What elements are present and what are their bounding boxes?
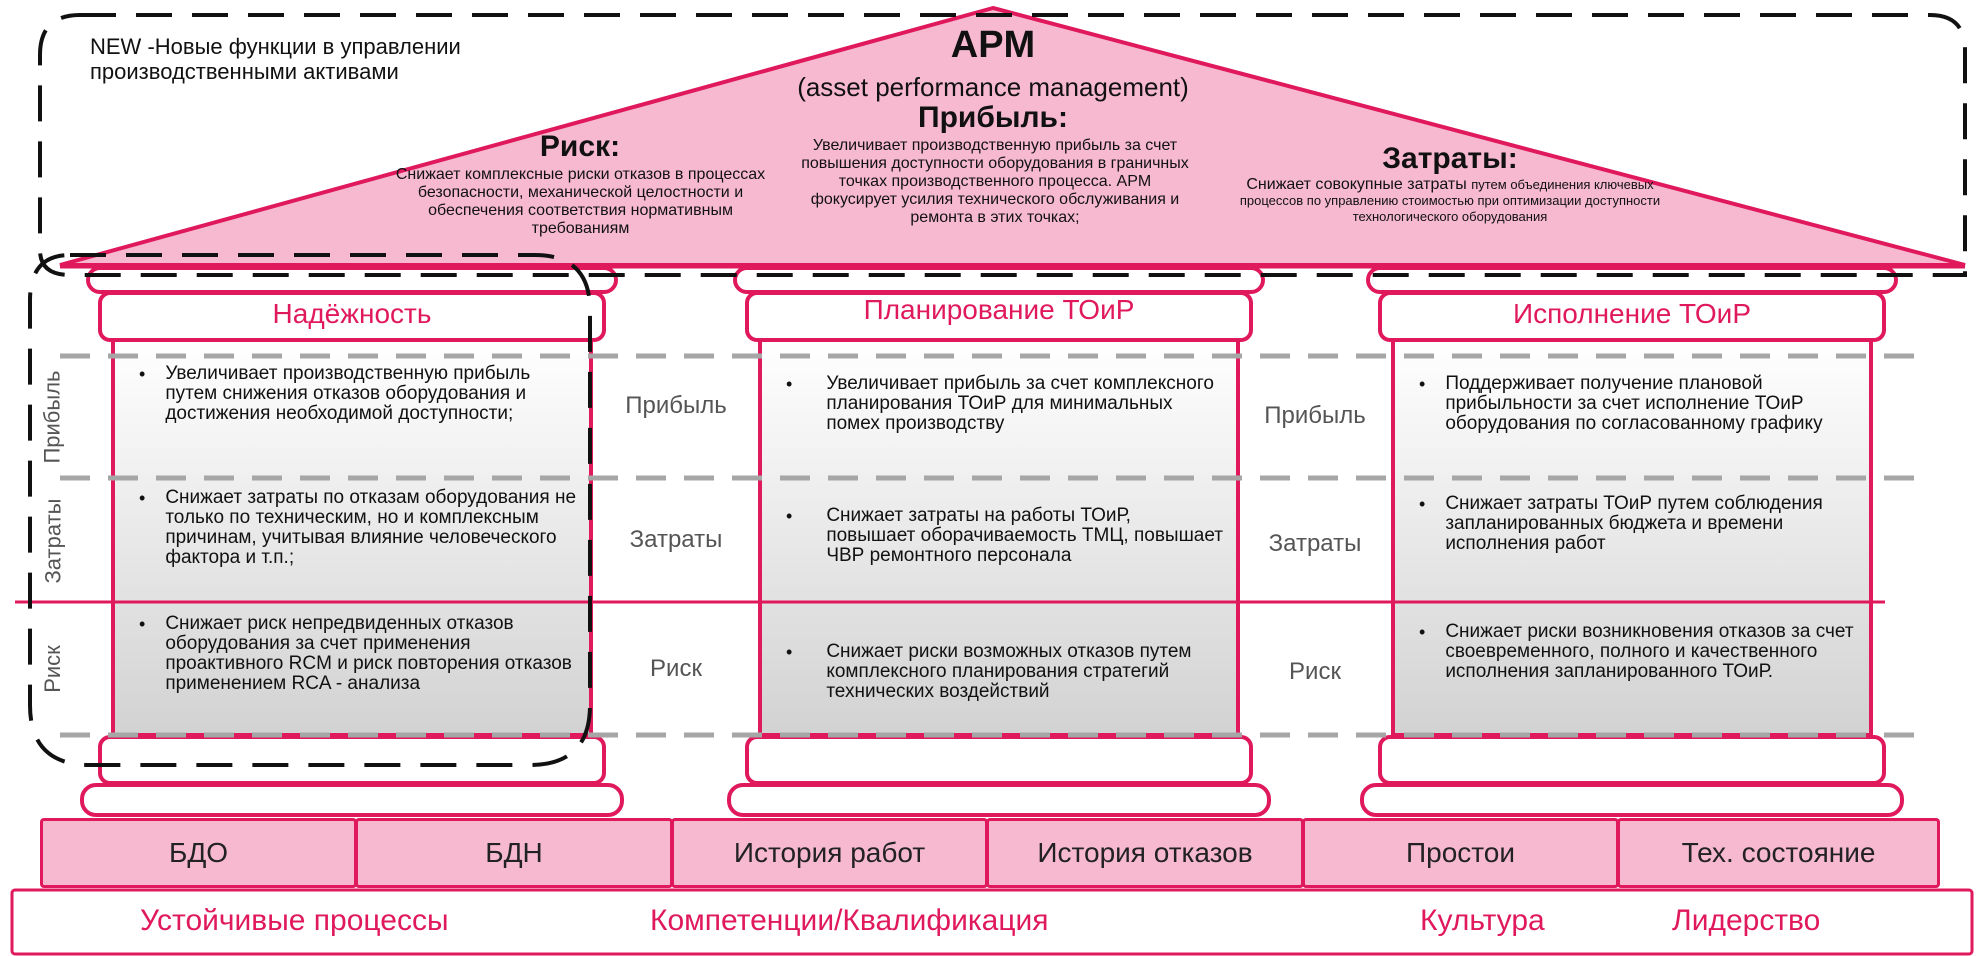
cell-text: Поддерживает получение плановой прибыльн…	[1445, 373, 1823, 434]
column-2-capital	[745, 291, 1253, 342]
cell-text: Снижает затраты на работы ТОиР, повышает…	[826, 505, 1224, 566]
bullet: •	[139, 488, 146, 508]
foundation-bdo: БДО	[40, 818, 357, 888]
cost-header-title: Затраты:	[1382, 142, 1518, 175]
base-competence: Компетенции/Квалификация	[650, 904, 1049, 937]
column-1-base	[98, 735, 606, 785]
base-culture: Культура	[1420, 904, 1545, 937]
cell-execution-profit: • Поддерживает получение плановой прибыл…	[1397, 366, 1867, 476]
cell-execution-cost: • Снижает затраты ТОиР путем соблюдения …	[1397, 486, 1867, 598]
column-3-plinth	[1360, 783, 1904, 817]
cell-text: Снижает риск непредвиденных отказов обор…	[165, 613, 572, 694]
row-label-risk-2: Риск	[1289, 658, 1341, 685]
bullet: •	[1419, 494, 1426, 514]
column-3-base	[1378, 735, 1886, 785]
column-title-execution: Исполнение ТОиР	[1512, 298, 1751, 329]
column-3-capital	[1378, 291, 1886, 342]
bullet: •	[139, 364, 146, 384]
cell-reliability-profit: • Увеличивает производственную прибыль п…	[117, 356, 587, 476]
bullet: •	[1419, 622, 1426, 642]
cell-reliability-cost: • Снижает затраты по отказам оборудовани…	[117, 480, 587, 600]
side-label-profit: Прибыль	[40, 370, 65, 464]
reliability-dashed-outline	[28, 253, 592, 767]
cell-text: Снижает риски возникновения отказов за с…	[1445, 621, 1854, 682]
cell-planning-profit: • Увеличивает прибыль за счет комплексно…	[764, 366, 1234, 476]
base-stable-processes: Устойчивые процессы	[140, 904, 449, 937]
column-1-capital	[98, 291, 606, 342]
column-title-reliability: Надёжность	[272, 298, 432, 329]
cell-text: Снижает затраты по отказам оборудования …	[165, 487, 577, 568]
new-functions-label: NEW -Новые функции в управлении производ…	[90, 34, 461, 84]
column-1-capital-top	[86, 266, 618, 294]
bullet: •	[1419, 374, 1426, 394]
column-1-plinth	[80, 783, 624, 817]
foundation-work-history: История работ	[671, 818, 988, 888]
apm-title: APM	[950, 24, 1036, 66]
profit-header-title: Прибыль:	[918, 101, 1068, 134]
bullet: •	[139, 614, 146, 634]
cell-text: Снижает риски возможных отказов путем ко…	[826, 641, 1192, 702]
side-label-risk-wrap: Риск	[30, 606, 76, 732]
column-title-planning: Планирование ТОиР	[863, 294, 1135, 325]
cell-reliability-risk: • Снижает риск непредвиденных отказов об…	[117, 606, 587, 731]
row-label-cost-1: Затраты	[629, 526, 723, 553]
apm-subtitle: (asset performance management)	[797, 72, 1189, 102]
column-3-shaft	[1391, 338, 1873, 737]
side-label-risk: Риск	[40, 645, 65, 693]
side-label-cost-wrap: Затраты	[30, 482, 76, 600]
profit-header-text: Увеличивает производственную прибыль за …	[801, 137, 1189, 226]
cell-text: Увеличивает прибыль за счет комплексного…	[826, 373, 1214, 434]
cell-text: Увеличивает производственную прибыль пут…	[165, 363, 531, 424]
risk-header-text: Снижает комплексные риски отказов в проц…	[395, 166, 766, 237]
column-3-capital-top	[1366, 266, 1898, 294]
foundation-failure-history: История отказов	[986, 818, 1304, 888]
side-label-profit-wrap: Прибыль	[30, 358, 76, 476]
bullet: •	[786, 374, 793, 394]
row-label-risk-1: Риск	[650, 655, 702, 682]
base-box	[10, 888, 1974, 956]
side-label-cost: Затраты	[40, 498, 65, 584]
column-1-shaft	[111, 338, 593, 737]
risk-header-title: Риск:	[539, 130, 621, 163]
foundation-tech-state: Тех. состояние	[1617, 818, 1940, 888]
bullet: •	[786, 506, 793, 526]
base-leadership: Лидерство	[1672, 904, 1821, 937]
row-label-profit-1: Прибыль	[625, 392, 727, 419]
bullet: •	[786, 642, 793, 662]
column-2-base	[745, 735, 1253, 785]
cost-header-text-small: путем объединения ключевых процессов по …	[1239, 177, 1661, 224]
foundation-bdn: БДН	[355, 818, 673, 888]
cost-header-text: Снижает совокупные затраты путем объедин…	[1235, 177, 1665, 225]
row-label-profit-2: Прибыль	[1264, 402, 1366, 429]
cost-header-text-main: Снижает совокупные затраты	[1246, 176, 1467, 193]
column-2-capital-top	[733, 266, 1265, 294]
cell-text: Снижает затраты ТОиР путем соблюдения за…	[1445, 493, 1823, 554]
column-2-plinth	[727, 783, 1271, 817]
cell-planning-risk: • Снижает риски возможных отказов путем …	[764, 634, 1234, 729]
apm-dashed-outline	[38, 13, 1967, 277]
foundation-downtime: Простои	[1302, 818, 1619, 888]
cell-planning-cost: • Снижает затраты на работы ТОиР, повыша…	[764, 498, 1234, 598]
cell-execution-risk: • Снижает риски возникновения отказов за…	[1397, 614, 1867, 729]
row-label-cost-2: Затраты	[1268, 530, 1362, 557]
